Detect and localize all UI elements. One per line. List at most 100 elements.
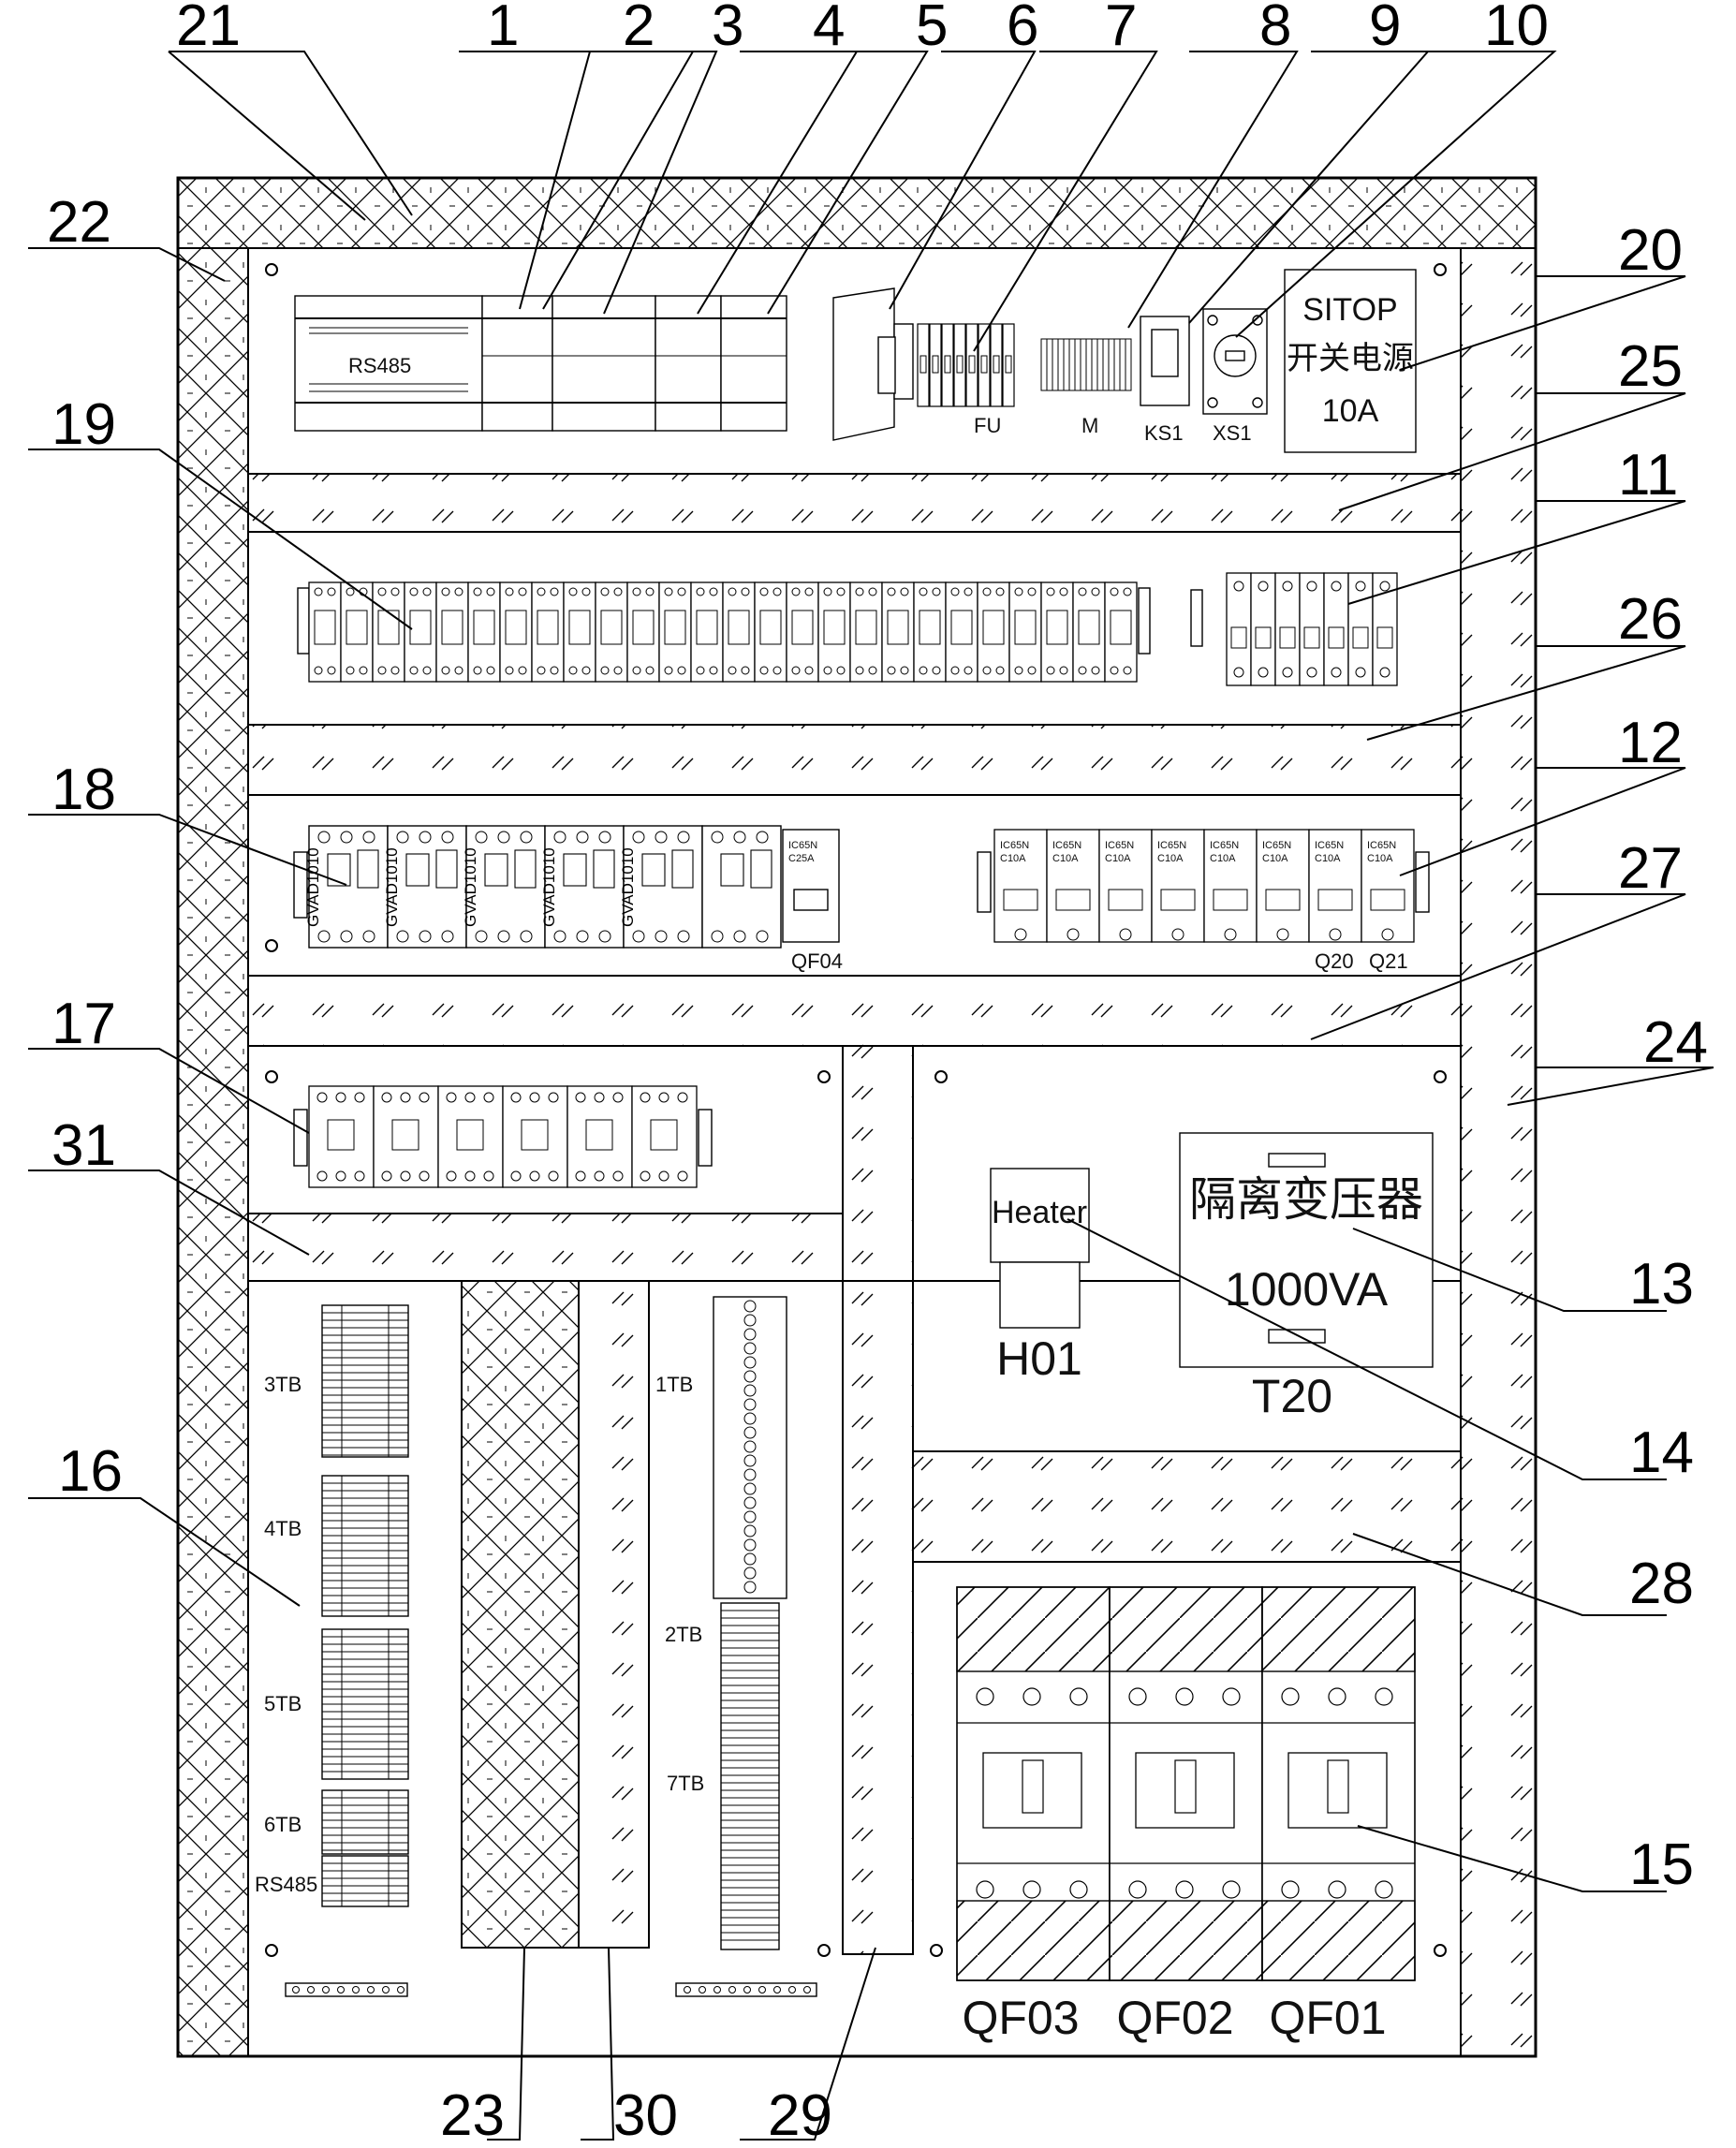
relay-screw [982,666,992,675]
breaker-screw [1381,928,1394,941]
contactor-screw [756,831,769,844]
relay-body [982,610,1005,645]
callout-19: 19 [51,392,116,457]
breaker-screw [1233,667,1244,678]
switch-screw [316,1092,328,1103]
tb2-label: 2TB [665,1623,702,1646]
ground-hole [307,1986,315,1994]
contactor-screw [576,930,589,943]
terminal-screw [743,1426,757,1439]
relay-screw [1123,666,1132,675]
ground-bar-right [675,1982,817,1997]
callout-25: 25 [1618,334,1683,399]
contactor-screw [317,831,331,844]
breaker-screw [1355,667,1366,678]
relay-screw [505,587,514,596]
relay-screw [677,666,686,675]
contactor-button [593,849,615,889]
fuse-cap [944,355,951,374]
m-terminal [1125,338,1132,391]
breaker-screw [1258,581,1269,592]
qf02-label: QF02 [1116,1992,1233,2044]
m-terminal [1096,338,1104,391]
breaker-toggle [1255,626,1272,649]
callout-10: 10 [1484,0,1549,58]
breaker-toggle [1108,889,1143,911]
relay-body [1078,610,1100,645]
transformer-line2: 1000VA [1225,1263,1389,1316]
relay-screw [441,666,450,675]
contactor-screw [711,831,724,844]
breaker-toggle [1376,626,1393,649]
left-frame-22 [177,247,249,2057]
main-breaker-lug [1175,1880,1194,1899]
callout-1: 1 [487,0,519,58]
main-breaker-lug [1375,1687,1393,1706]
transformer-13: 隔离变压器 1000VA T20 [1179,1132,1434,1422]
breaker-screw [1379,667,1390,678]
breaker-screw [1331,667,1342,678]
contactor-screw [362,930,375,943]
breaker-spec2: C10A [1157,853,1184,864]
main-breaker-top-cover [1109,1586,1263,1672]
relay-screw [441,587,450,596]
switch-handle [650,1119,678,1151]
relay-screw [900,666,909,675]
relay-screw [518,666,527,675]
module-m-label: M [1081,414,1098,437]
ground-hole [337,1986,345,1994]
relay-screw [804,587,814,596]
contactor-model: GVAD1010 [304,847,322,927]
m-terminal [1108,338,1115,391]
breaker-spec1: IC65N [1262,840,1291,851]
relay-screw [791,587,801,596]
relay-screw [327,587,336,596]
qf04-spec2: C25A [788,853,815,864]
breaker-screw [1014,928,1027,941]
relay-ks1-9: KS1 [1140,316,1190,445]
terminal-screw [743,1524,757,1537]
relay-screw [327,666,336,675]
plc-port-label: RS485 [348,354,411,377]
tb-rs485-label: RS485 [255,1873,317,1896]
breaker-toggle [1370,889,1405,911]
main-breaker-lug [976,1880,994,1899]
terminal-screw [743,1384,757,1397]
right-frame-24 [1460,247,1537,2057]
breaker-spec1: IC65N [1210,840,1239,851]
qf03-label: QF03 [962,1992,1079,2044]
m-terminal [1040,338,1048,391]
ground-hole [788,1986,796,1994]
relay-screw [1014,587,1023,596]
relay-screw [741,666,750,675]
relay-body [377,610,400,645]
contactor-window [405,853,430,887]
relay-screw [613,587,623,596]
breaker-bank-12: IC65NC10AIC65NC10AIC65NC10AIC65NC10AIC65… [977,829,1430,943]
relay-body [759,610,782,645]
ground-hole [803,1986,811,1994]
relay-screw [791,666,801,675]
tb4-label: 4TB [264,1517,302,1540]
contactor-screw [598,831,611,844]
switch-screw [594,1092,605,1103]
breaker-spec2: C10A [1367,853,1393,864]
breaker [1308,829,1362,943]
main-breaker-bottom-cover [1261,1900,1416,1981]
contactor-screw [441,930,454,943]
breaker-spec1: IC65N [1105,840,1134,851]
breaker-screw [1276,928,1289,941]
contactor-window [641,853,666,887]
switch-screw [658,1092,669,1103]
switch-screw [483,1092,494,1103]
switch-screw [575,1170,586,1182]
relay-screw [855,587,864,596]
switch-screw [548,1092,559,1103]
breaker [1372,572,1398,686]
relay-screw [409,666,419,675]
terminal-screw [743,1567,757,1580]
terminal-screw [743,1342,757,1355]
io-module-5 [720,295,787,432]
fuse-cap [956,355,964,374]
